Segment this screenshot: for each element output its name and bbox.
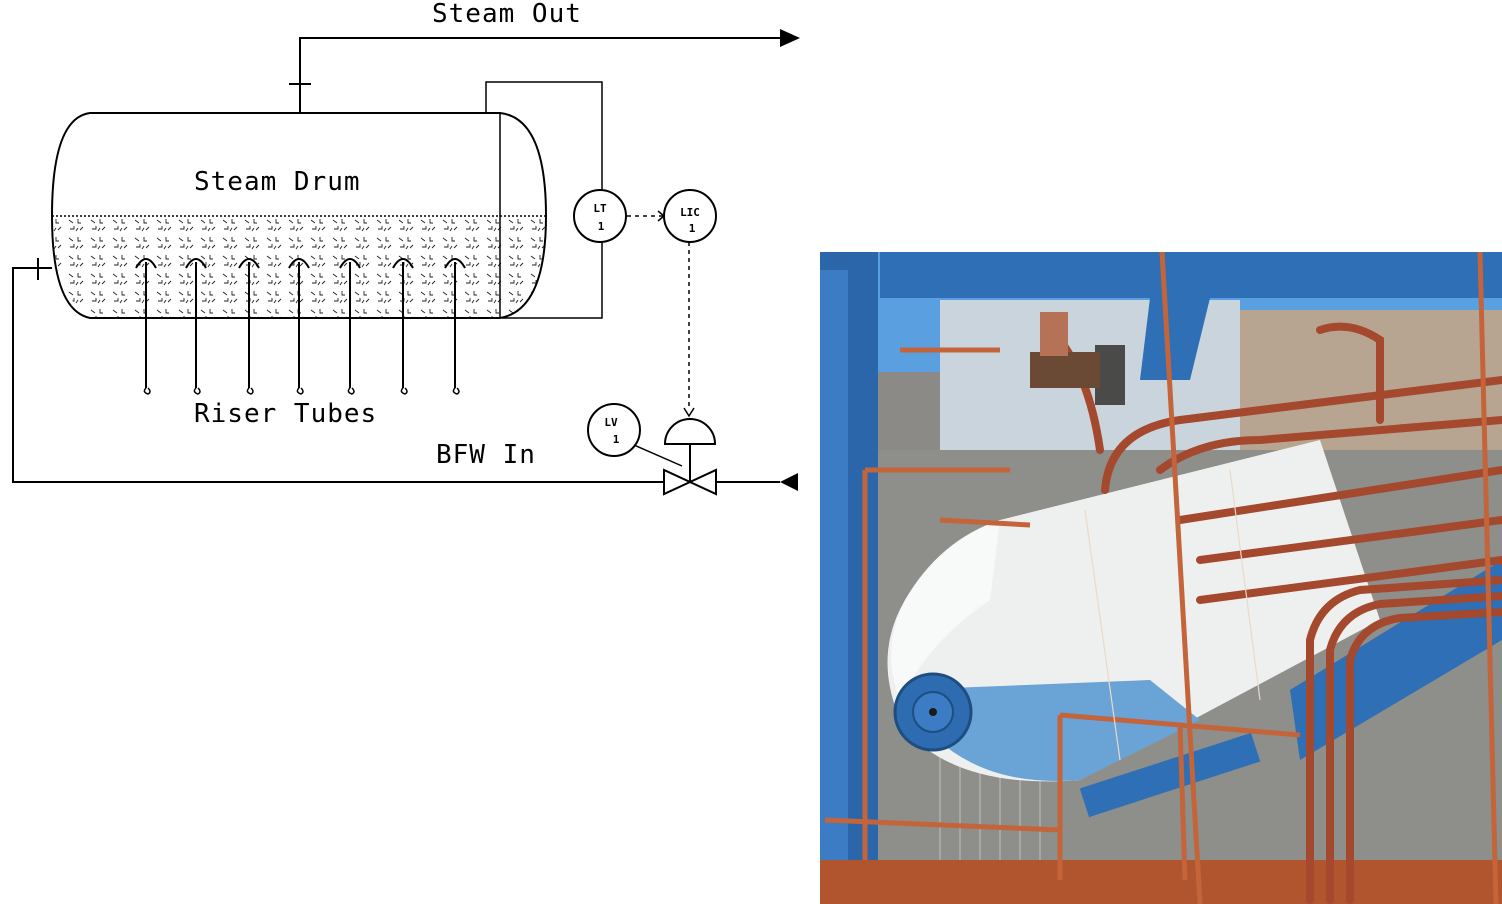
riser-tube [135, 258, 157, 395]
control-valve [663, 418, 717, 496]
steam-out-line [289, 29, 800, 113]
riser-tube [339, 258, 361, 395]
lt-number: 1 [598, 220, 605, 233]
riser-tube [185, 258, 207, 395]
lic-tag: LIC [680, 206, 700, 219]
lv-number: 1 [613, 433, 620, 446]
steam-drum-label: Steam Drum [194, 167, 361, 197]
valve-actuator [663, 418, 717, 445]
riser-tube [444, 258, 466, 395]
lt-impulse-lines [485, 81, 603, 319]
riser-tube [392, 258, 414, 395]
lv-tag: LV [604, 416, 618, 429]
process-diagram: Steam Out Steam Drum Riser Tubes [12, 0, 800, 496]
photo-drum-bands [1084, 469, 1261, 761]
riser-tubes [135, 258, 466, 395]
lt-tag: LT [593, 202, 607, 215]
photo-pipework [1056, 322, 1502, 904]
bfw-in-label: BFW In [436, 440, 536, 470]
lic-number: 1 [689, 222, 696, 235]
photo-railings [824, 252, 1499, 904]
riser-tube [288, 258, 310, 395]
signal-lines [627, 210, 695, 467]
riser-tube [238, 258, 260, 395]
riser-tubes-label: Riser Tubes [194, 399, 377, 429]
bfw-feed-line [12, 258, 798, 491]
steam-drum-photo [820, 252, 1502, 904]
lt-instrument: LT 1 [573, 189, 627, 243]
steam-out-label: Steam Out [432, 0, 582, 29]
lv-instrument: LV 1 [587, 403, 641, 457]
lic-instrument: LIC 1 [663, 189, 717, 243]
